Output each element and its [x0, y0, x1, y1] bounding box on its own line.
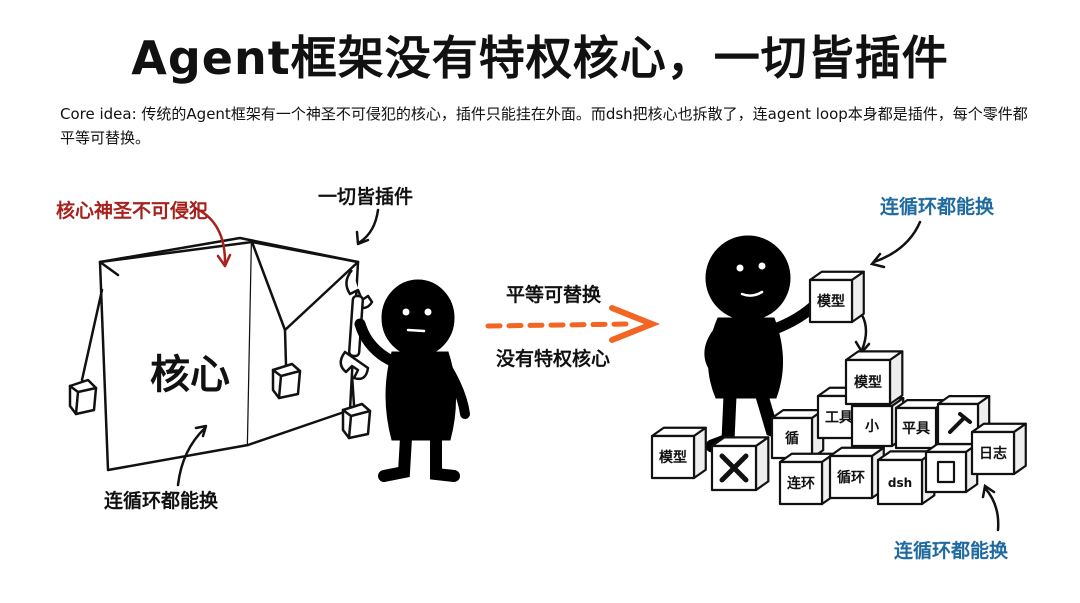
core-label: 核心 — [150, 352, 230, 398]
sacred-core-label: 核心神圣不可侵犯 — [56, 200, 209, 222]
plugin-block-13-label: 日志 — [979, 445, 1007, 462]
cross-tools-icon — [719, 453, 749, 483]
no-privileged-core-label: 没有特权核心 — [496, 348, 611, 370]
page-title: Agent框架没有特权核心，一切皆插件 — [131, 31, 949, 85]
plugin-block-2: 循 — [770, 409, 825, 460]
held-block-arrow — [860, 313, 868, 352]
held-model-block: 模型 — [808, 270, 865, 324]
core-idea-text: Core idea: 传统的Agent框架有一个神圣不可侵犯的核心，插件只能挂在… — [60, 105, 1028, 147]
plugin-block-2-label: 循 — [785, 430, 799, 447]
plugin-block-9-label: 连环 — [787, 475, 815, 492]
plugin-block-12 — [924, 443, 979, 494]
document-icon — [936, 460, 956, 484]
hanging-plugin-left — [68, 288, 104, 416]
loop-arrow-right-top — [872, 220, 922, 264]
plugins-label: 一切皆插件 — [318, 186, 414, 208]
loop-arrow-left — [176, 426, 207, 487]
left-figure — [354, 279, 470, 482]
plugin-block-1-label: 模型 — [659, 449, 687, 466]
plugin-block-1: 模型 — [650, 426, 707, 480]
loop-label-right-top: 连循环都能换 — [880, 196, 995, 218]
plugin-block-13: 日志 — [970, 422, 1027, 476]
plugin-block-4-label: 小 — [865, 419, 879, 435]
plugin-block-10-label: 循环 — [837, 469, 865, 486]
plugin-block-10: 循环 — [828, 446, 885, 500]
sacred-arrow — [193, 206, 227, 264]
hanging-plugin-mid — [271, 328, 302, 400]
plugin-block-5-label: 平具 — [902, 421, 930, 437]
equal-replaceable-label: 平等可替换 — [506, 284, 602, 306]
hanging-plugin-right — [341, 373, 372, 440]
plugins-arrow — [358, 208, 380, 244]
replace-arrow — [485, 305, 661, 343]
plugin-block-9: 连环 — [778, 452, 835, 506]
loop-arrow-right-bottom — [983, 486, 1000, 532]
loop-label-left: 连循环都能换 — [104, 490, 219, 512]
right-figure — [704, 235, 824, 453]
plugin-block-8 — [710, 436, 770, 492]
plugin-block-11-label: dsh — [888, 476, 912, 490]
loop-label-right-bottom: 连循环都能换 — [894, 540, 1009, 562]
plugin-block-3-label: 工具 — [825, 410, 853, 426]
plugin-block-6: 模型 — [844, 350, 904, 406]
plugin-block-6-label: 模型 — [854, 374, 882, 391]
wrench-icon — [948, 412, 972, 434]
held-model-block-label: 模型 — [817, 293, 845, 310]
